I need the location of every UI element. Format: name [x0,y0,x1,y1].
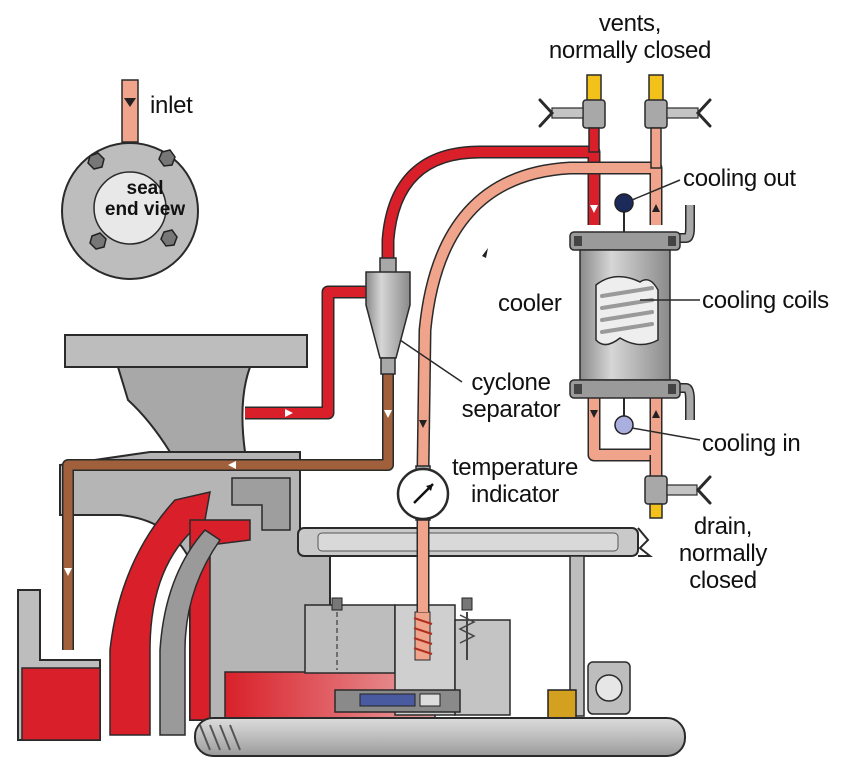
seal-end-view-label: seal end view [100,178,190,220]
bolt-icon [89,232,107,250]
temperature-indicator [396,465,450,521]
cooling-out-port [614,193,634,213]
seal-chamber [194,527,686,757]
drain-label-line2: normally [678,540,768,567]
vent-valves [538,74,712,169]
cyclone-label-line2: separator [461,396,561,423]
leader-lines [399,179,701,441]
temp-label-line2: indicator [470,481,559,508]
seal-label-line2: end view [104,199,186,220]
seal-end-view [61,79,199,280]
cooler [569,193,695,435]
hot-line [245,145,601,420]
drain-label-line1: drain, [693,513,753,540]
drain-label-line3: closed [689,567,757,594]
return-line [62,372,394,650]
cyclone-label-line1: cyclone [471,369,551,396]
pump-casing [17,334,436,741]
drain-label: drain, normally closed [668,513,778,594]
cyclone-separator [365,257,411,375]
cyclone-separator-label: cyclone separator [445,369,577,423]
cooling-coils-label: cooling coils [702,287,829,314]
vents-label: vents, normally closed [530,10,730,64]
cooling-in-port [614,415,634,435]
bolt-icon [87,152,105,170]
cooling-out-label: cooling out [683,165,796,192]
inlet-label: inlet [150,92,193,119]
vents-label-line2: normally closed [548,37,712,64]
cooler-label: cooler [498,290,562,317]
bolt-icon [160,229,178,247]
vents-label-line1: vents, [598,10,662,37]
drain-valve [644,475,712,519]
cool-line [416,161,663,612]
seal-label-line1: seal [126,178,164,199]
cooling-in-label: cooling in [702,430,801,457]
temperature-indicator-label: temperature indicator [440,454,590,508]
bolt-icon [158,149,176,167]
temp-label-line1: temperature [451,454,579,481]
